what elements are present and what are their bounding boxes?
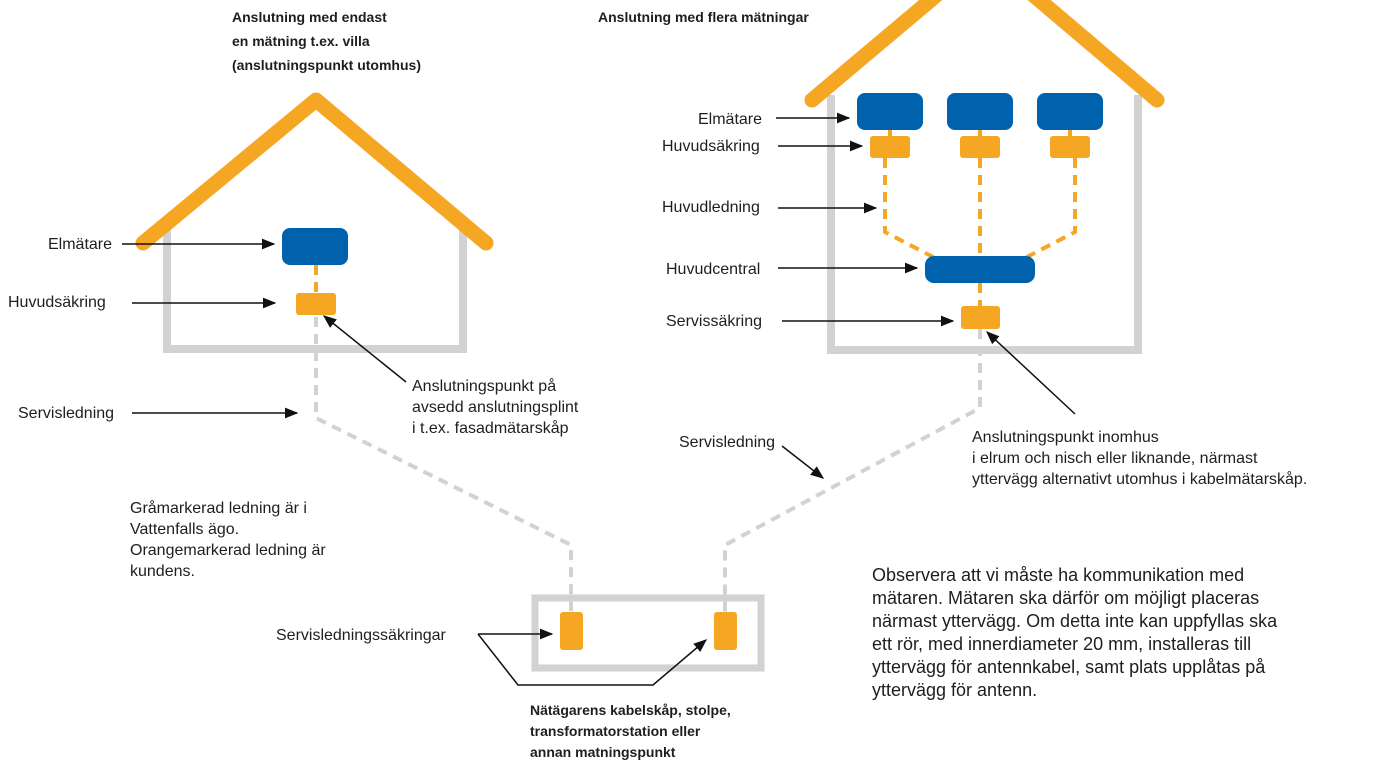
left-house-walls: [163, 220, 467, 353]
left-main-fuse-label: Huvudsäkring: [8, 294, 106, 311]
right-connection-point-arrow: [986, 331, 1076, 415]
right-service-line-arrow: [781, 445, 825, 479]
right-main-panel: [925, 256, 1035, 283]
right-service-line: [723, 329, 982, 612]
right-main-fuse-2: [960, 136, 1000, 158]
network-cabinet: Servisledningssäkringar Nätägarens kabel…: [276, 594, 765, 760]
right-main-line-label: Huvudledning: [662, 199, 760, 216]
left-house: Anslutning med endast en mätning t.ex. v…: [8, 9, 583, 437]
right-meter-1: [857, 93, 923, 130]
left-connection-point-arrow: [322, 315, 407, 383]
right-main-line-1: [883, 158, 936, 260]
right-meter-3: [1037, 93, 1103, 130]
right-main-fuse-label: Huvudsäkring: [662, 138, 760, 155]
right-service-fuse-label: Servissäkring: [666, 313, 762, 330]
right-main-fuse-1: [870, 136, 910, 158]
left-main-fuse: [296, 293, 336, 315]
right-main-panel-label: Huvudcentral: [666, 261, 760, 278]
cabinet-outline: [531, 594, 765, 672]
right-service-line-label: Servisledning: [679, 434, 775, 451]
right-house-roof: [804, 0, 1165, 108]
right-meter-label: Elmätare: [698, 111, 762, 128]
cabinet-fuses-label: Servisledningssäkringar: [276, 627, 447, 644]
left-house-title: Anslutning med endast en mätning t.ex. v…: [232, 9, 421, 73]
right-main-fuse-3: [1050, 136, 1090, 158]
cabinet-fuses-arrow-2: [477, 633, 708, 686]
right-house-title: Anslutning med flera mätningar: [598, 9, 809, 25]
right-house-walls: [827, 95, 1142, 354]
left-connection-point-text: Anslutningspunkt på avsedd anslutningspl…: [412, 377, 583, 437]
left-meter-label: Elmätare: [48, 236, 112, 253]
legend-text: Gråmarkerad ledning är i Vattenfalls ägo…: [130, 499, 330, 580]
cabinet-fuse-left: [560, 612, 583, 650]
left-house-roof: [135, 92, 494, 251]
right-main-line-3: [1024, 158, 1077, 260]
left-service-line-label: Servisledning: [18, 405, 114, 422]
right-meter-2: [947, 93, 1013, 130]
left-service-line: [314, 317, 573, 612]
communication-notice: Observera att vi måste ha kommunikation …: [872, 565, 1282, 700]
cabinet-fuse-right: [714, 612, 737, 650]
cabinet-title: Nätägarens kabelskåp, stolpe, transforma…: [530, 702, 735, 760]
right-house: Anslutning med flera mätningar Elmätare …: [598, 0, 1307, 488]
right-connection-point-text: Anslutningspunkt inomhus i elrum och nis…: [972, 429, 1307, 488]
right-service-fuse: [961, 306, 1000, 329]
left-meter: [282, 228, 348, 265]
